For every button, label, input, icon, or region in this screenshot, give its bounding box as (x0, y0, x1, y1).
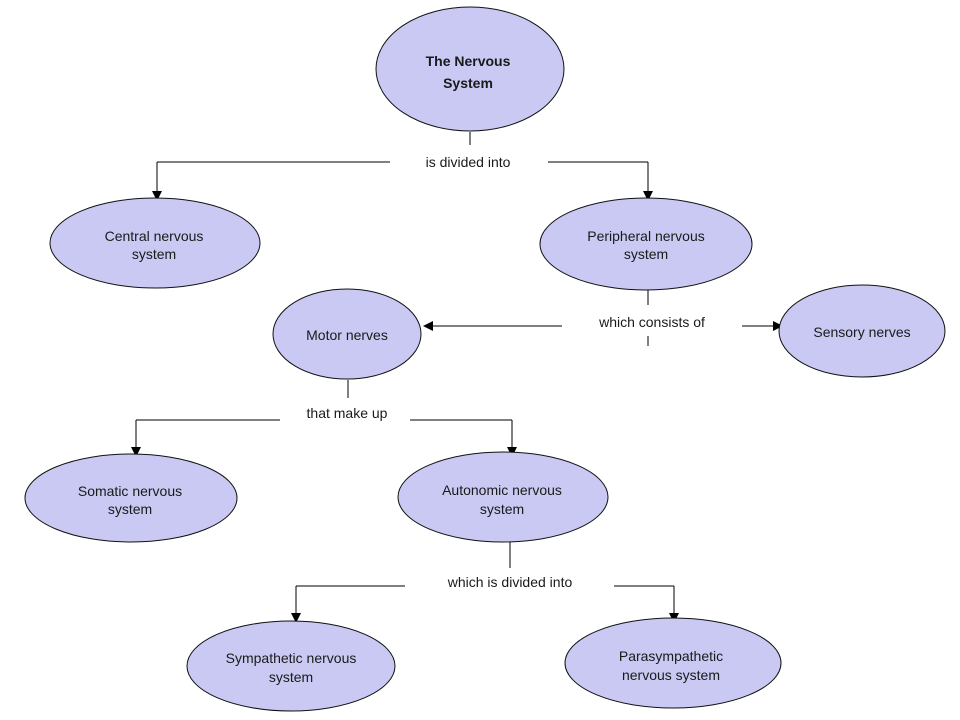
node-sensory-label: Sensory nerves (813, 324, 910, 340)
node-parasympathetic-line1: Parasympathetic (619, 648, 723, 664)
node-nervous-system-line1: The Nervous (426, 53, 511, 69)
node-sensory-nerves: Sensory nerves (778, 284, 946, 378)
link-label-is-divided-into: which is divided into (447, 574, 573, 590)
node-parasympathetic-nervous-system: Parasympathetic nervous system (564, 617, 782, 709)
node-peripheral-line2: system (624, 246, 668, 262)
node-somatic-nervous-system: Somatic nervous system (24, 453, 238, 543)
link-label-make-up: that make up (307, 405, 388, 421)
node-nervous-system-line2: System (443, 75, 493, 91)
node-peripheral-nervous-system: Peripheral nervous system (539, 197, 753, 291)
node-central-nervous-system: Central nervous system (49, 197, 261, 289)
node-nervous-system: The Nervous System (375, 6, 565, 132)
node-parasympathetic-line2: nervous system (622, 667, 720, 683)
node-motor-nerves: Motor nerves (272, 288, 422, 380)
node-peripheral-line1: Peripheral nervous (587, 228, 705, 244)
node-sympathetic-line2: system (269, 669, 313, 685)
node-somatic-line1: Somatic nervous (78, 483, 182, 499)
link-label-consists-of: which consists of (598, 314, 705, 330)
node-sympathetic-nervous-system: Sympathetic nervous system (186, 620, 396, 712)
node-motor-label: Motor nerves (306, 327, 388, 343)
node-autonomic-line1: Autonomic nervous (442, 482, 562, 498)
node-somatic-line2: system (108, 501, 152, 517)
node-autonomic-line2: system (480, 501, 524, 517)
node-autonomic-nervous-system: Autonomic nervous system (397, 451, 609, 543)
node-sympathetic-line1: Sympathetic nervous (226, 650, 357, 666)
link-label-divided-into: is divided into (426, 154, 511, 170)
node-central-line2: system (132, 246, 176, 262)
node-central-line1: Central nervous (105, 228, 204, 244)
